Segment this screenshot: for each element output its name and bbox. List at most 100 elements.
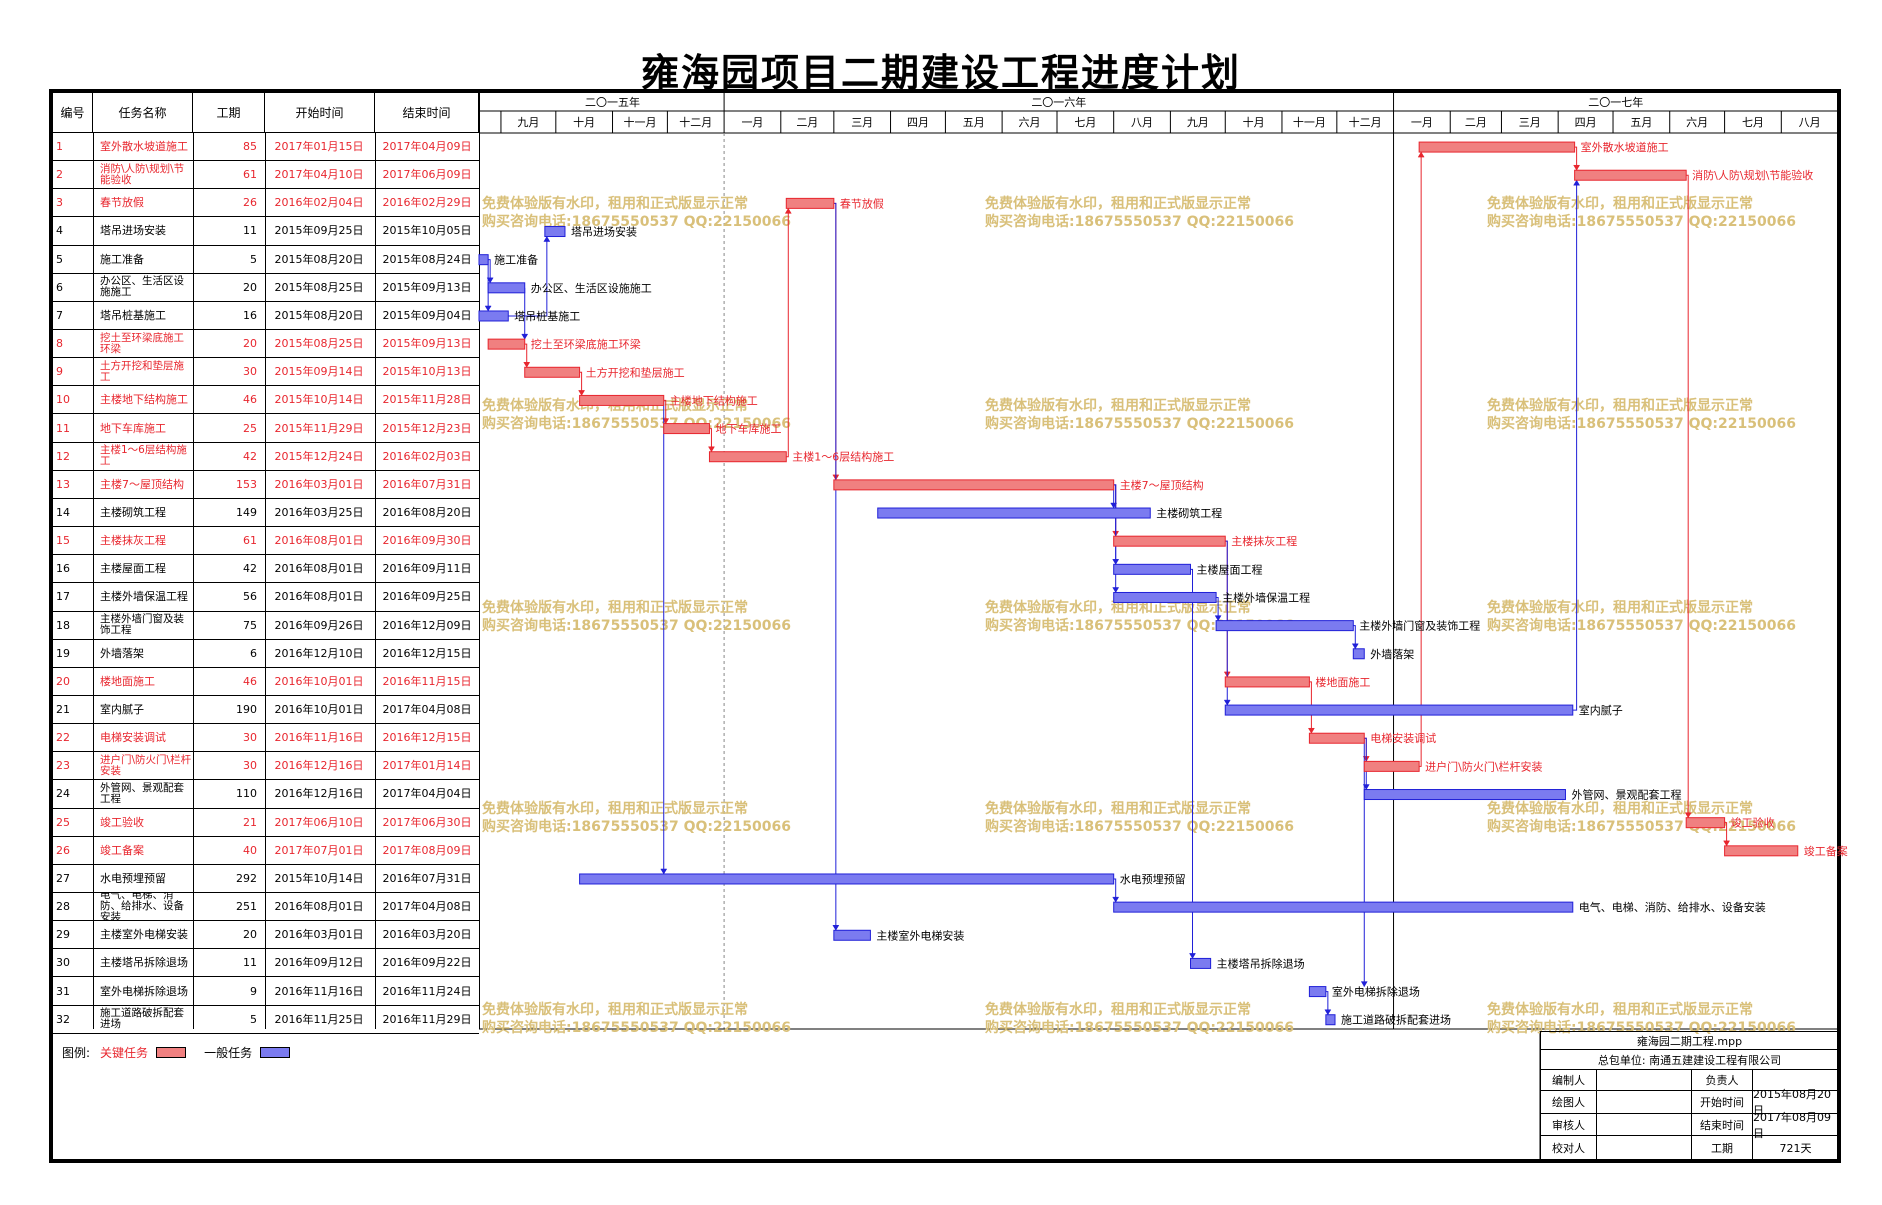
info-contractor: 总包单位: 南通五建建设工程有限公司: [1597, 1053, 1782, 1067]
task-id: 13: [56, 477, 70, 491]
dependency-arrow: [543, 236, 551, 242]
task-start: 2016年08月01日: [274, 590, 364, 604]
task-duration: 16: [243, 308, 257, 322]
dependency-arrow: [1307, 727, 1315, 734]
task-end: 2015年09月13日: [382, 280, 472, 294]
task-bar-label: 主楼室外电梯安装: [876, 928, 964, 942]
task-name: 进户门\防火门\栏杆安装: [100, 753, 192, 777]
task-duration: 42: [243, 449, 257, 463]
task-name: 室外电梯拆除退场: [100, 984, 188, 998]
task-name: 主楼外墙门窗及装饰工程: [100, 613, 184, 637]
task-name: 施工准备: [100, 252, 144, 266]
task-bar: [833, 929, 871, 941]
task-name: 塔吊桩基施工: [100, 308, 166, 322]
task-bar-label: 室外散水坡道施工: [1581, 140, 1669, 154]
task-start: 2016年09月26日: [274, 618, 364, 632]
task-duration: 5: [250, 252, 257, 266]
task-end: 2016年07月31日: [382, 477, 472, 491]
task-name: 主楼室外电梯安装: [100, 928, 188, 942]
task-bar: [1724, 845, 1799, 857]
task-bar-label: 外墙落架: [1370, 647, 1414, 661]
task-duration: 20: [243, 337, 257, 351]
dependency-arrow: [660, 868, 668, 875]
dependency-arrow: [1112, 587, 1120, 593]
task-id: 22: [56, 731, 70, 745]
task-bar: [1363, 760, 1420, 772]
task-duration: 42: [243, 562, 257, 576]
task-start: 2015年09月25日: [274, 224, 364, 238]
dependency-link: [579, 371, 583, 396]
task-bar: [833, 479, 1115, 491]
task-id: 15: [56, 534, 70, 548]
task-bar: [785, 197, 835, 209]
task-id: 2: [56, 168, 63, 182]
dependency-link: [1572, 180, 1578, 711]
dependency-link: [1113, 484, 1117, 593]
col-header-end: 结束时间: [375, 93, 479, 133]
task-duration: 251: [236, 900, 257, 914]
task-bar: [478, 254, 489, 266]
task-bar-label: 电气、电梯、消防、给排水、设备安装: [1579, 900, 1766, 914]
task-bar-label: 塔吊桩基施工: [514, 309, 580, 323]
task-id: 26: [56, 843, 70, 857]
watermark-text: 免费体验版有水印，租用和正式版显示正常: [482, 800, 748, 817]
watermark-text: 购买咨询电话:18675550537 QQ:22150066: [482, 415, 791, 432]
month-label: 六月: [1019, 116, 1041, 129]
col-header-id: 编号: [53, 93, 93, 133]
dependency-arrow: [521, 333, 529, 340]
month-label: 二月: [796, 116, 818, 129]
chart-frame: [49, 89, 1841, 1163]
dependency-link: [1686, 174, 1689, 818]
task-bar-label: 进户门\防火门\栏杆安装: [1425, 759, 1542, 773]
task-name: 外管网、景观配套工程: [100, 781, 184, 805]
task-bar-label: 主楼地下结构施工: [670, 393, 758, 407]
task-start: 2016年08月01日: [274, 900, 364, 914]
task-bar-label: 主楼砌筑工程: [1156, 506, 1222, 520]
task-id: 10: [56, 393, 70, 407]
month-label: 十二月: [1349, 115, 1382, 129]
task-id: 8: [56, 337, 63, 351]
task-bar-label: 挖土至环梁底施工环梁: [531, 337, 641, 351]
task-bar: [877, 507, 1151, 519]
dependency-arrow: [708, 446, 715, 453]
month-label: 十二月: [679, 115, 712, 129]
watermark-text: 免费体验版有水印，租用和正式版显示正常: [985, 1001, 1251, 1018]
task-end: 2016年11月24日: [382, 984, 472, 998]
task-duration: 30: [243, 731, 257, 745]
dependency-arrow: [1112, 896, 1120, 903]
task-bar-label: 水电预埋预留: [1120, 873, 1186, 886]
dependency-arrow: [832, 925, 840, 931]
watermark-text: 购买咨询电话:18675550537 QQ:22150066: [985, 1019, 1294, 1036]
task-name: 办公区、生活区设施施工: [100, 275, 184, 299]
month-label: 六月: [1686, 116, 1708, 129]
watermark-text: 免费体验版有水印，租用和正式版显示正常: [985, 397, 1251, 414]
info-start-value: 2015年08月20日: [1753, 1088, 1831, 1117]
task-name: 水电预埋预留: [100, 871, 166, 885]
col-header-duration: 工期: [193, 93, 265, 133]
task-id: 24: [56, 787, 70, 801]
task-name: 室内腻子: [100, 703, 144, 716]
task-bar: [579, 394, 665, 406]
task-start: 2015年12月24日: [274, 449, 364, 463]
dependency-link: [1353, 625, 1356, 649]
task-bar: [1113, 901, 1574, 913]
legend: 图例: 关键任务 一般任务: [62, 1044, 308, 1061]
task-end: 2015年09月04日: [382, 308, 472, 322]
watermark-text: 购买咨询电话:18675550537 QQ:22150066: [985, 415, 1294, 432]
task-bar: [1113, 563, 1192, 575]
task-start: 2016年12月16日: [274, 787, 364, 801]
task-duration: 110: [236, 787, 257, 801]
dependency-arrow: [1573, 164, 1581, 171]
task-name: 主楼1～6层结构施工: [100, 444, 187, 468]
task-bar: [1224, 704, 1574, 716]
watermark-text: 免费体验版有水印，租用和正式版显示正常: [1487, 800, 1753, 817]
